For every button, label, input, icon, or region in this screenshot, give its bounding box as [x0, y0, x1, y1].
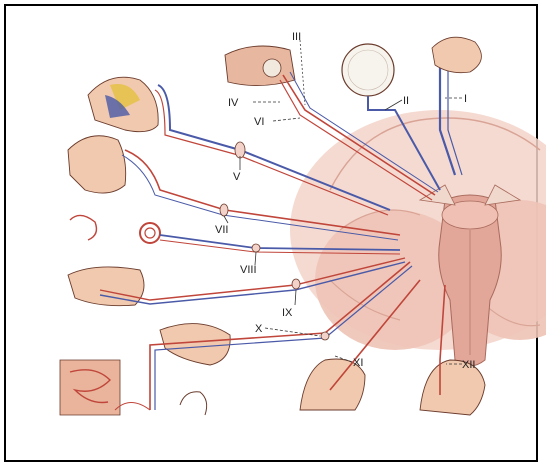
cranial-nerves-illustration: I II III IV V VI VII VIII IX X XI XII	[20, 25, 546, 425]
label-X: X	[255, 323, 263, 335]
label-VII: VII	[215, 224, 228, 236]
label-III: III	[292, 31, 301, 43]
label-V: V	[233, 171, 241, 183]
label-II: II	[403, 95, 409, 107]
label-XI: XI	[353, 357, 363, 369]
label-IV: IV	[228, 97, 239, 109]
label-VIII: VIII	[240, 264, 257, 276]
label-VI: VI	[254, 116, 264, 128]
label-XII: XII	[462, 359, 475, 371]
label-I: I	[464, 93, 467, 105]
label-IX: IX	[282, 307, 293, 319]
